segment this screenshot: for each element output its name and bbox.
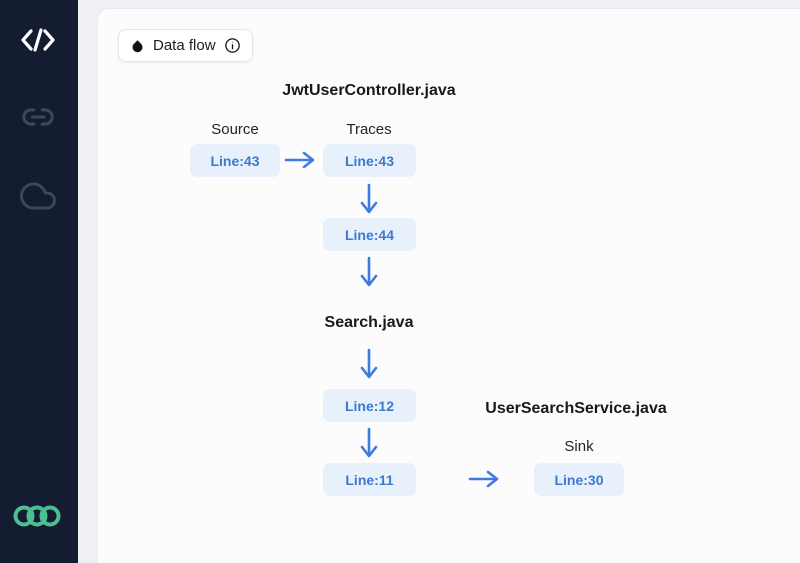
arrow-down-icon — [359, 183, 379, 217]
file-title-search: Search.java — [324, 314, 414, 331]
dataflow-panel: Data flow JwtUserController.java Source … — [97, 8, 800, 563]
flow-node-sink[interactable]: Line:30 — [534, 463, 624, 496]
data-flow-label: Data flow — [153, 37, 216, 54]
data-flow-badge[interactable]: Data flow — [118, 29, 253, 62]
sidebar-item-code[interactable] — [18, 20, 58, 60]
flow-node-source[interactable]: Line:43 — [190, 144, 280, 177]
arrow-right-icon — [284, 150, 320, 170]
arrow-down-icon — [359, 348, 379, 382]
link-icon — [21, 100, 55, 134]
flow-node-trace2[interactable]: Line:44 — [323, 218, 416, 251]
cloud-icon — [20, 178, 56, 214]
arrow-down-icon — [359, 256, 379, 290]
arrow-right-icon — [468, 469, 504, 489]
file-title-jwtusercontroller: JwtUserController.java — [282, 82, 456, 99]
traces-label: Traces — [346, 121, 392, 138]
sink-label: Sink — [564, 438, 594, 455]
info-icon[interactable] — [224, 37, 241, 54]
flow-node-trace1[interactable]: Line:43 — [323, 144, 416, 177]
droplet-icon — [130, 37, 145, 55]
flow-node-trace4[interactable]: Line:11 — [323, 463, 416, 496]
file-title-usersearchservice: UserSearchService.java — [485, 400, 667, 417]
arrow-down-icon — [359, 427, 379, 461]
sidebar-item-cloud[interactable] — [18, 176, 58, 216]
flow-node-trace3[interactable]: Line:12 — [323, 389, 416, 422]
sidebar-item-link[interactable] — [18, 97, 58, 137]
source-label: Source — [211, 121, 259, 138]
three-rings-logo — [13, 503, 61, 529]
sidebar — [0, 0, 78, 563]
code-icon — [20, 25, 56, 55]
